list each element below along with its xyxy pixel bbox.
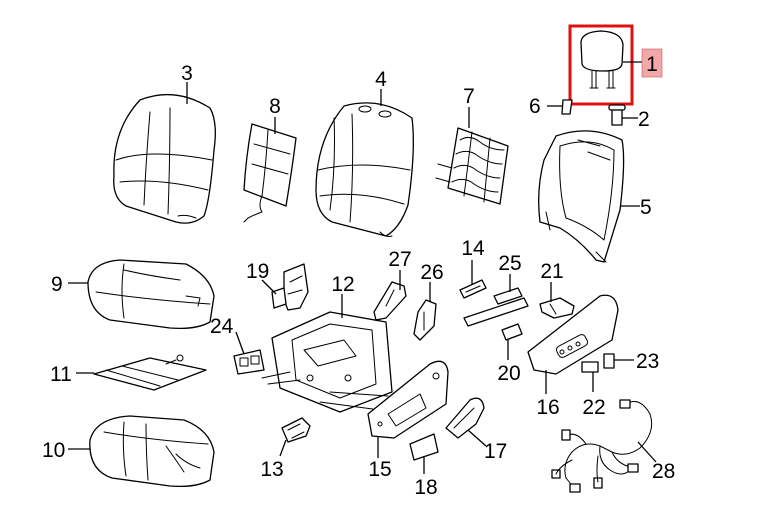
part-13-clip[interactable]: 13: [260, 417, 311, 481]
part-6-guide-cap[interactable]: 6: [529, 95, 573, 118]
outer-shield-icon: [527, 294, 619, 375]
part-24-motor[interactable]: 24: [210, 315, 265, 375]
switch-icon: [581, 361, 599, 373]
connector-icon: [603, 353, 615, 369]
part-8-heater-element[interactable]: 8: [243, 95, 297, 223]
part-number-24: 24: [210, 315, 234, 338]
part-number-18: 18: [414, 476, 437, 499]
part-number-20: 20: [497, 362, 520, 385]
wire-harness-icon: [551, 399, 653, 493]
highlight-box: [568, 24, 634, 106]
switch-knob-icon: [539, 297, 575, 319]
part-12-seat-frame[interactable]: 12: [261, 273, 393, 413]
side-bracket-icon: [373, 281, 407, 321]
part-20-switch-knob[interactable]: 20: [497, 323, 523, 385]
part-22-switch[interactable]: 22: [581, 361, 606, 419]
part-18-knob[interactable]: 18: [409, 433, 439, 499]
part-number-25: 25: [498, 252, 521, 275]
part-number-21: 21: [540, 260, 563, 283]
part-11-cushion-heater[interactable]: 11: [50, 354, 207, 391]
part-number-4: 4: [375, 68, 387, 91]
part-23-connector[interactable]: 23: [603, 350, 659, 373]
part-number-14: 14: [461, 237, 485, 260]
cushion-cover-icon: [87, 259, 215, 330]
part-number-17: 17: [484, 440, 507, 463]
cover-icon: [459, 279, 487, 299]
part-number-7: 7: [463, 85, 475, 108]
seatback-cover-icon: [113, 94, 216, 224]
trim-panel-icon: [445, 397, 485, 439]
heater-element-icon: [243, 123, 297, 223]
bracket-icon: [271, 263, 309, 311]
part-number-10: 10: [42, 439, 65, 462]
headrest-guide-icon: [608, 104, 626, 126]
highlight-tag: [641, 48, 663, 78]
part-number-1: 1: [646, 53, 658, 76]
part-17-trim-panel[interactable]: 17: [445, 397, 507, 463]
part-15-side-shield[interactable]: 15: [367, 360, 449, 481]
clip-icon: [281, 417, 311, 443]
part-25-rail-cover[interactable]: 25: [463, 252, 529, 327]
part-number-6: 6: [529, 95, 541, 118]
seat-frame-icon: [261, 311, 393, 413]
part-number-22: 22: [582, 396, 605, 419]
part-7-lumbar-support[interactable]: 7: [435, 85, 509, 205]
part-14-cover[interactable]: 14: [459, 237, 487, 299]
part-number-2: 2: [638, 108, 650, 131]
side-shield-icon: [367, 360, 449, 439]
part-number-16: 16: [536, 396, 559, 419]
cushion-heater-icon: [93, 354, 207, 391]
part-number-19: 19: [246, 260, 269, 283]
part-5-seatback-frame[interactable]: 5: [538, 130, 652, 263]
seatback-frame-icon: [538, 130, 625, 263]
part-3-seatback-cover[interactable]: 3: [113, 62, 216, 224]
headrest-icon: [580, 30, 624, 89]
part-2-headrest-guide[interactable]: 2: [608, 104, 650, 131]
part-number-12: 12: [331, 273, 354, 296]
knob-icon: [409, 433, 439, 461]
part-10-cushion-pad[interactable]: 10: [42, 415, 215, 488]
part-4-seatback-pad[interactable]: 4: [315, 68, 414, 237]
part-number-3: 3: [181, 62, 193, 85]
part-26-side-bracket[interactable]: 26: [413, 261, 444, 341]
part-number-23: 23: [636, 350, 659, 373]
part-1-headrest[interactable]: 1: [568, 24, 663, 106]
part-28-wire-harness[interactable]: 28: [551, 399, 675, 493]
part-number-9: 9: [51, 273, 63, 296]
motor-icon: [233, 349, 265, 375]
part-21-switch-knob[interactable]: 21: [539, 260, 575, 319]
lumbar-support-icon: [435, 127, 509, 205]
part-number-5: 5: [640, 196, 652, 219]
part-number-15: 15: [368, 458, 391, 481]
part-27-side-bracket[interactable]: 27: [373, 248, 412, 321]
part-number-13: 13: [260, 458, 283, 481]
part-number-26: 26: [420, 261, 443, 284]
part-16-outer-shield[interactable]: 16: [527, 294, 619, 419]
part-9-cushion-cover[interactable]: 9: [51, 259, 215, 330]
seatback-pad-icon: [315, 102, 414, 237]
part-number-8: 8: [269, 95, 281, 118]
part-number-11: 11: [50, 363, 72, 386]
cushion-pad-icon: [89, 415, 215, 488]
part-number-27: 27: [388, 248, 411, 271]
part-19-bracket[interactable]: 19: [246, 260, 309, 311]
switch-knob-icon: [501, 323, 523, 341]
side-bracket-icon: [413, 299, 437, 341]
guide-cap-icon: [561, 99, 573, 115]
part-number-28: 28: [652, 460, 675, 483]
